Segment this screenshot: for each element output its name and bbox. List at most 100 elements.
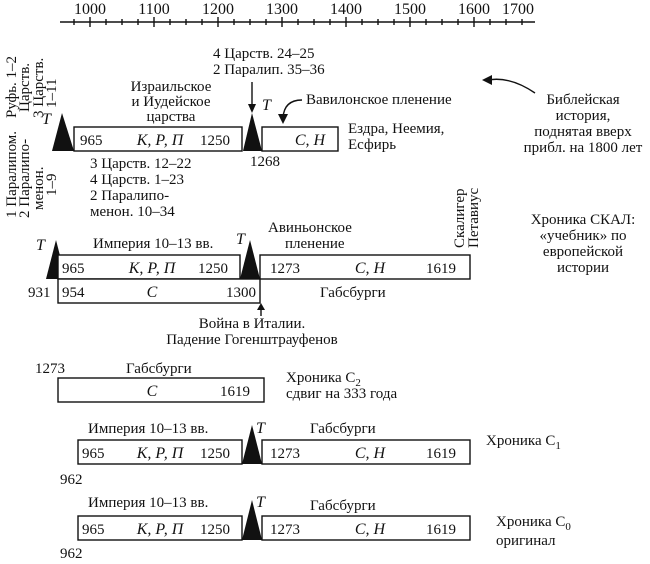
skal-row: Скалигер Петавиус T Империя 10–13 вв. T … (28, 188, 635, 348)
axis-label-1600: 1600 (458, 1, 490, 18)
bible-note-arrow-head (482, 75, 492, 85)
menon-label: менон. (31, 167, 47, 210)
kings-label: Царств. (17, 63, 33, 112)
kings-below-2: 4 Царств. 1–23 (90, 172, 184, 188)
c1-label-text: Хроника С (486, 433, 555, 449)
c0-empire: Империя 10–13 вв. (88, 495, 208, 511)
skal-box2-start: 1273 (270, 261, 300, 277)
bible-box1-end: 1250 (200, 133, 230, 149)
c0-year-962: 962 (60, 546, 83, 562)
skal-box-2 (259, 254, 471, 280)
c2-end: 1619 (220, 384, 250, 400)
war-arrow-head (257, 303, 265, 310)
war-label-1: Война в Италии. (199, 316, 305, 332)
c0-box1-letters: К, Р, П (136, 521, 185, 538)
axis-label-1400: 1400 (330, 1, 362, 18)
t-marker-skal-left: T (36, 237, 46, 254)
menon-range-label: 1–9 (44, 174, 60, 197)
ezra-label-1: Ездра, Неемия, (348, 121, 444, 137)
kings-top-1: 4 Царств. 24–25 (213, 46, 315, 62)
triangle-skal-mid (240, 240, 260, 279)
c0-box1-start: 965 (82, 522, 105, 538)
c2-box (57, 377, 265, 403)
c1-label: Хроника С1 (486, 433, 561, 452)
c2-start: 1273 (35, 361, 65, 377)
israel-title-2: и Иудейское (131, 94, 210, 110)
c2-label-sub: 2 (355, 377, 361, 389)
c1-label-sub: 1 (555, 440, 561, 452)
c1-box1-letters: К, Р, П (136, 445, 185, 462)
israel-title-3: царства (147, 109, 196, 125)
chronicle-c0-row: Империя 10–13 вв. T Габсбурги 965 К, Р, … (60, 494, 571, 562)
kings3-label: 3 Царств. (31, 58, 47, 118)
babylon-label: Вавилонское пленение (306, 92, 452, 108)
c1-box2-end: 1619 (426, 446, 456, 462)
triangle-c0 (242, 500, 262, 540)
c1-box2-letters: С, Н (355, 445, 387, 462)
c1-empire: Империя 10–13 вв. (88, 421, 208, 437)
t-marker-bible-left: T (42, 111, 52, 128)
petavius-label: Петавиус (466, 188, 482, 248)
kings3-range-label: 1–11 (44, 79, 60, 108)
bible-note-3: поднятая вверх (534, 124, 632, 140)
axis-ticks (73, 17, 523, 27)
skal-box3-end: 1300 (226, 285, 256, 301)
skal-box1-letters: К, Р, П (128, 260, 177, 277)
c0-label: Хроника С0 (496, 514, 571, 533)
c2-habsburgs: Габсбурги (126, 361, 192, 377)
kings-top-2: 2 Паралип. 35–36 (213, 62, 325, 78)
c0-box2-end: 1619 (426, 522, 456, 538)
t-marker-c0: T (256, 494, 266, 511)
axis-label-1200: 1200 (202, 1, 234, 18)
war-label-2: Падение Гогенштрауфенов (166, 332, 338, 348)
skal-box2-letters: С, Н (355, 260, 387, 277)
bible-note-arrow-path (487, 78, 536, 94)
kings-below-4: менон. 10–34 (90, 204, 175, 220)
c0-box-2 (261, 515, 471, 541)
time-axis: 1000 1100 1200 1300 1400 1500 1600 1700 (60, 1, 535, 27)
chronicle-c2-row: 1273 Габсбурги С 1619 Хроника С2 сдвиг н… (35, 361, 397, 403)
arrow-kings-head (248, 104, 256, 113)
ruth-label: Руфь. 1–2 (4, 56, 20, 118)
c0-label-sub: 0 (565, 521, 571, 533)
axis-label-1300: 1300 (266, 1, 298, 18)
skal-box-3 (57, 278, 261, 304)
bible-note-1: Библейская (546, 92, 619, 108)
t-marker-c1: T (256, 420, 266, 437)
c0-box1-end: 1250 (200, 522, 230, 538)
c1-box1-start: 965 (82, 446, 105, 462)
avignon-2: пленение (285, 236, 345, 252)
c0-box2-start: 1273 (270, 522, 300, 538)
bible-row: Руфь. 1–2 Царств. 3 Царств. 1–11 1 Парал… (4, 46, 643, 220)
c0-label-text: Хроника С (496, 514, 565, 530)
skal-box1-start: 965 (62, 261, 85, 277)
skal-note-4: истории (557, 260, 609, 276)
bible-box2-letters: С, Н (295, 132, 327, 149)
skal-box3-start: 954 (62, 285, 85, 301)
c1-box-1 (77, 439, 243, 465)
c2-label-text: Хроника С (286, 370, 355, 386)
c2-label-main: Хроника С2 (286, 370, 361, 389)
c2-shift: сдвиг на 333 года (286, 386, 397, 402)
israel-title-1: Израильское (131, 79, 212, 95)
bible-note-4: прибл. на 1800 лет (524, 140, 643, 156)
c1-box2-start: 1273 (270, 446, 300, 462)
paralip1-label: 1 Паралипом. (4, 131, 20, 218)
c0-box2-letters: С, Н (355, 521, 387, 538)
axis-label-1100: 1100 (138, 1, 169, 18)
skal-box2-end: 1619 (426, 261, 456, 277)
kings-below-1: 3 Царств. 12–22 (90, 156, 192, 172)
c1-box-2 (261, 439, 471, 465)
c0-habsburgs: Габсбурги (310, 498, 376, 514)
year-1268: 1268 (250, 154, 280, 170)
c1-habsburgs: Габсбурги (310, 421, 376, 437)
axis-label-1500: 1500 (394, 1, 426, 18)
scaliger-label: Скалигер (452, 189, 468, 248)
triangle-bible-left (52, 113, 74, 151)
triangle-bible-mid (243, 113, 262, 151)
c2-letters: С (147, 383, 158, 400)
ezra-label-2: Есфирь (348, 137, 396, 153)
skal-box3-letters: С (147, 284, 158, 301)
